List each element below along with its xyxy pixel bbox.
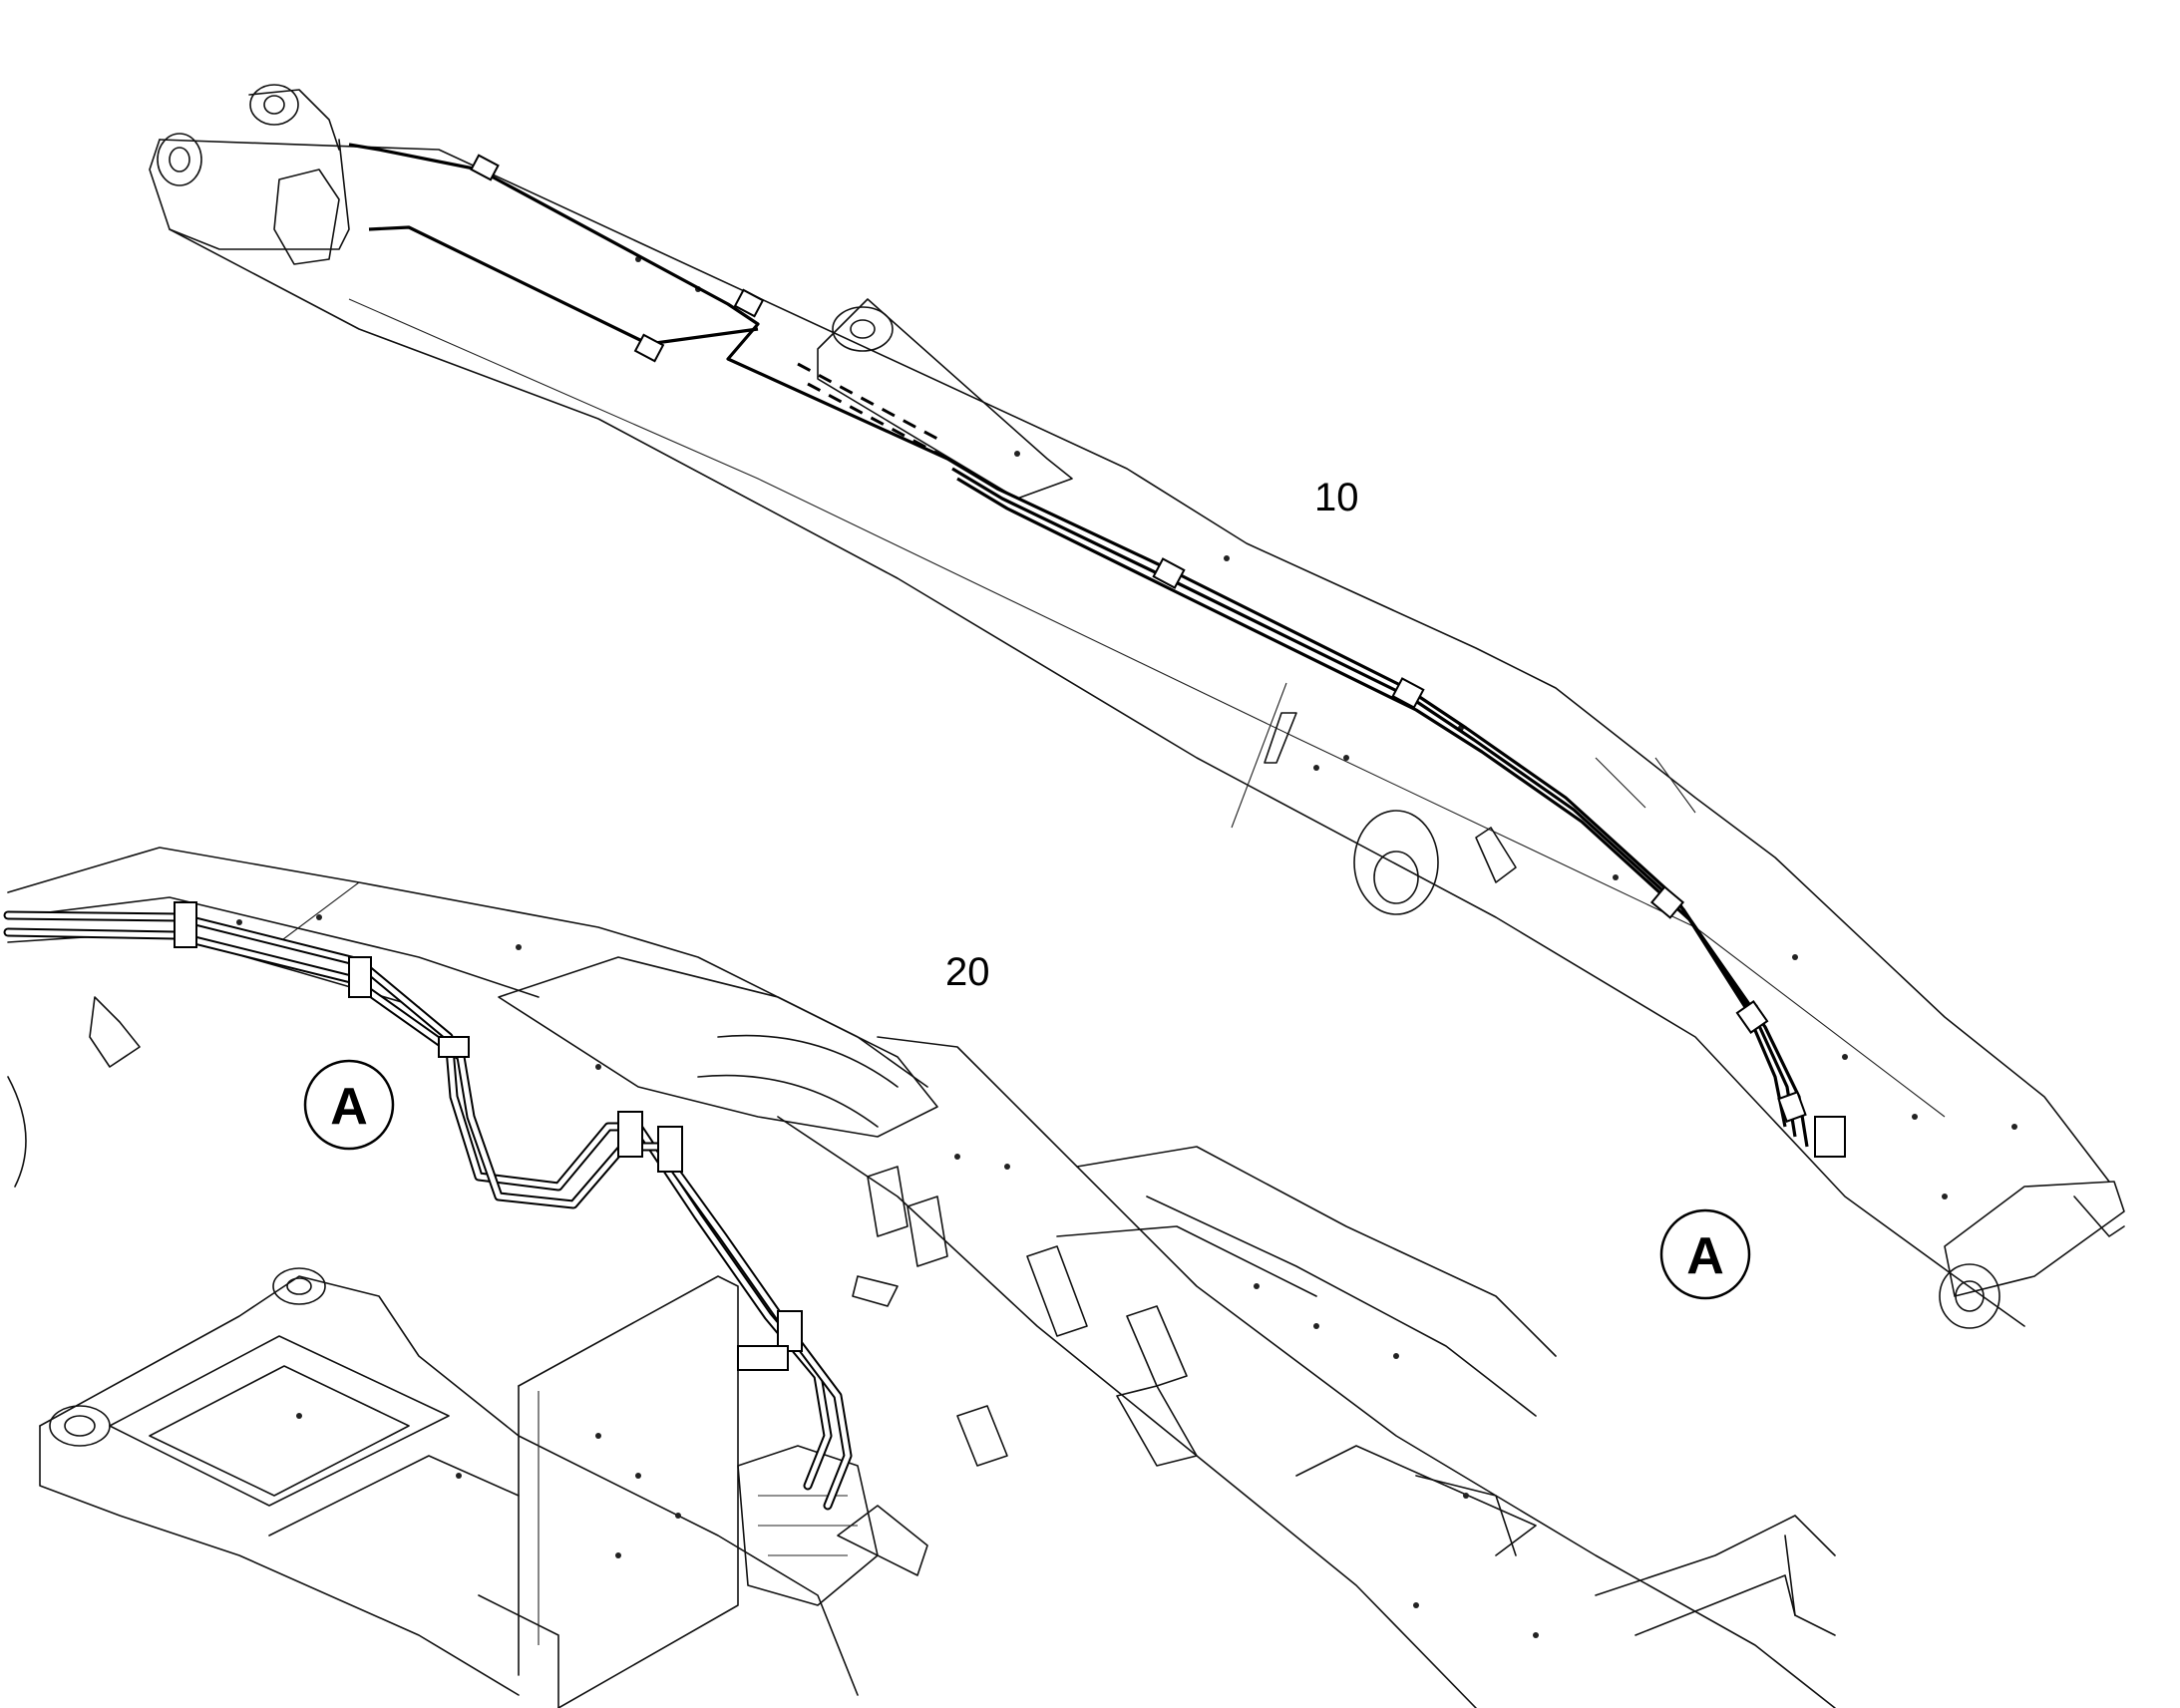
frame-hoses — [3, 901, 853, 1511]
callout-20: 20 — [945, 950, 990, 994]
detail-marker-a-right: A — [1659, 1208, 1751, 1300]
detail-marker-a-left-label: A — [330, 1078, 368, 1136]
frame-assembly — [7, 847, 1836, 1708]
detail-marker-a-left: A — [303, 1059, 395, 1151]
callout-10: 10 — [1314, 476, 1359, 519]
boom-assembly — [149, 84, 2125, 1329]
boom-pipe-lines — [348, 143, 1846, 1158]
detail-marker-a-right-label: A — [1686, 1227, 1724, 1285]
